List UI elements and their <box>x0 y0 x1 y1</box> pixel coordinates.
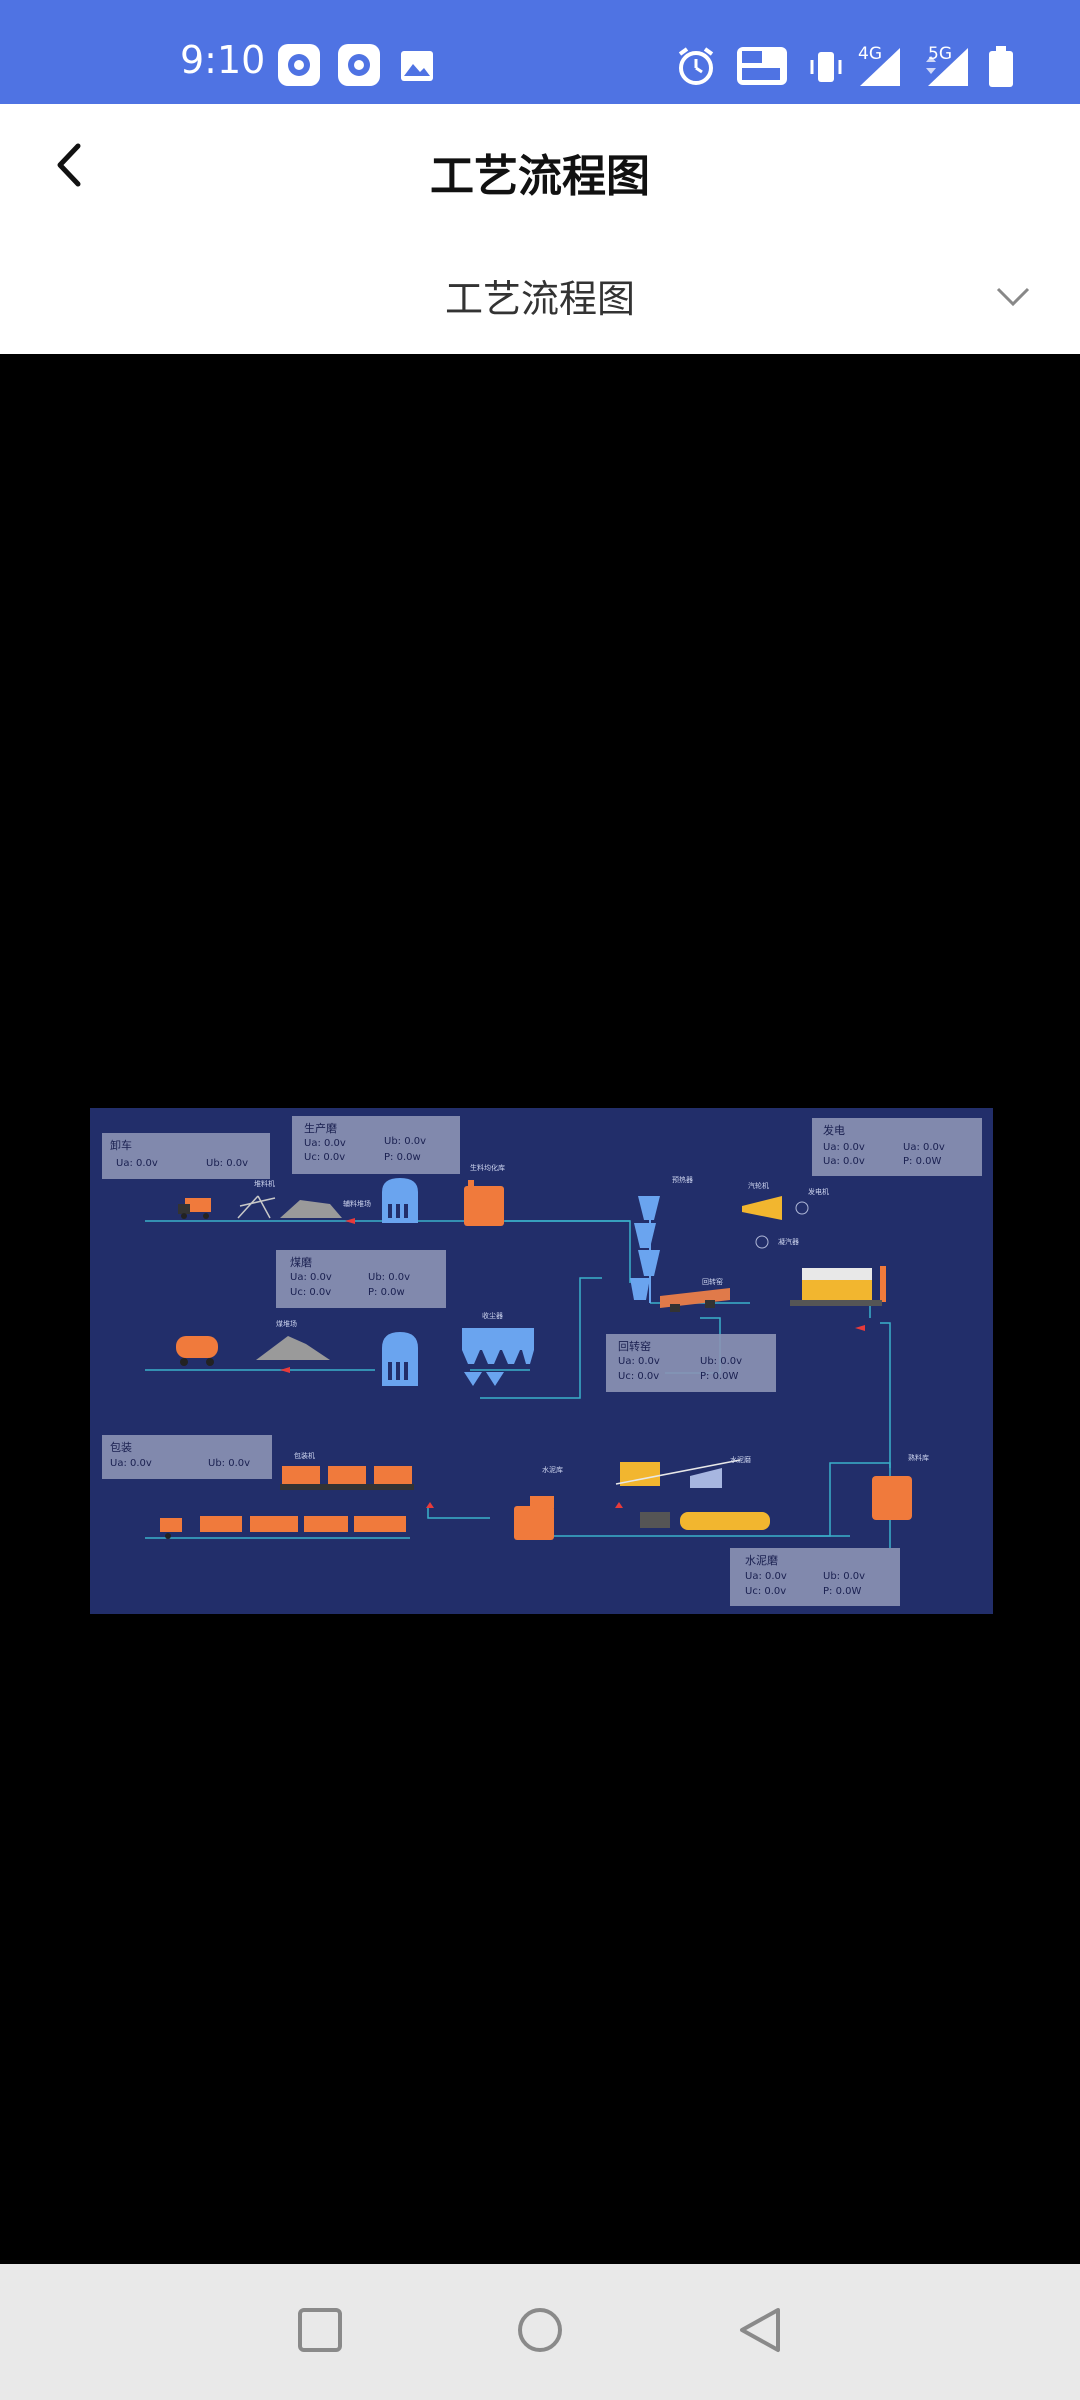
network-type-1: 4G <box>858 44 882 64</box>
power-generation-panel: 发电 Ua: 0.0v Ua: 0.0v Ua: 0.0v P: 0.0W <box>812 1118 982 1176</box>
app-bar <box>0 104 1080 354</box>
chevron-down-icon[interactable] <box>995 285 1031 309</box>
panel-reading: Ub: 0.0v <box>700 1356 742 1367</box>
app-notification-icon-2 <box>338 44 380 86</box>
panel-reading: Ua: 0.0v <box>618 1356 660 1367</box>
label: 发电机 <box>808 1187 829 1196</box>
label: 熟料库 <box>908 1453 929 1462</box>
panel-title: 卸车 <box>110 1138 132 1152</box>
raw-meal-silo-icon <box>464 1180 504 1226</box>
label: 凝汽器 <box>778 1237 799 1246</box>
cement-mill-panel: 水泥磨 Ua: 0.0v Ub: 0.0v Uc: 0.0v P: 0.0W <box>730 1548 900 1606</box>
panel-reading: Ua: 0.0v <box>110 1458 152 1469</box>
cooler-plant-icon <box>790 1266 886 1306</box>
back-button[interactable] <box>730 2300 790 2360</box>
panel-reading: Uc: 0.0v <box>290 1287 331 1298</box>
panel-title: 煤磨 <box>290 1256 312 1269</box>
packaging-panel: 包装 Ua: 0.0v Ub: 0.0v <box>102 1435 272 1479</box>
cement-silo-icon <box>514 1496 554 1540</box>
panel-reading: Ub: 0.0v <box>208 1458 250 1469</box>
app-notification-icon <box>278 44 320 86</box>
panel-reading: Ua: 0.0v <box>116 1158 158 1169</box>
silo-icon <box>382 1178 418 1223</box>
panel-reading: Ub: 0.0v <box>823 1571 865 1582</box>
gallery-icon <box>401 51 433 81</box>
navigation-bar <box>0 2264 1080 2400</box>
generator-icon <box>795 1201 809 1215</box>
panel-reading: Ua: 0.0v <box>823 1142 865 1153</box>
alarm-icon <box>678 47 714 85</box>
volte-icon <box>737 47 787 85</box>
dump-truck-icon <box>178 1198 211 1219</box>
raw-mill-panel: 生产磨 Ua: 0.0v Ub: 0.0v Uc: 0.0v P: 0.0w <box>292 1116 460 1174</box>
panel-reading: Ub: 0.0v <box>368 1272 410 1283</box>
label: 收尘器 <box>482 1311 503 1320</box>
clinker-silo-icon <box>872 1476 912 1520</box>
rotary-kiln-panel: 回转窑 Ua: 0.0v Ub: 0.0v Uc: 0.0v P: 0.0W <box>606 1334 776 1392</box>
page-title: 工艺流程图 <box>430 151 650 202</box>
dust-collector-icon <box>462 1328 534 1386</box>
status-time: 9:10 <box>180 38 266 82</box>
panel-title: 包装 <box>110 1441 132 1454</box>
label: 回转窑 <box>702 1277 723 1286</box>
panel-title: 回转窑 <box>618 1339 651 1353</box>
stacker-icon <box>237 1195 276 1219</box>
flow-arrows <box>280 1218 865 1508</box>
panel-reading: Ub: 0.0v <box>384 1136 426 1147</box>
status-bar: 9:10 4G 5G <box>0 0 1080 104</box>
panel-title: 发电 <box>823 1123 845 1137</box>
label: 水泥库 <box>542 1465 563 1474</box>
unloading-panel: 卸车 Ua: 0.0v Ub: 0.0v <box>102 1133 270 1179</box>
panel-reading: Ub: 0.0v <box>206 1158 248 1169</box>
recent-apps-button[interactable] <box>290 2300 350 2360</box>
label: 辅料堆场 <box>343 1199 371 1208</box>
rotary-kiln-icon <box>660 1288 730 1312</box>
panel-reading: P: 0.0w <box>384 1152 421 1163</box>
panel-title: 水泥磨 <box>745 1554 778 1567</box>
home-button[interactable] <box>510 2300 570 2360</box>
label: 预热器 <box>672 1175 693 1184</box>
panel-reading: Ua: 0.0v <box>304 1138 346 1149</box>
panel-reading: P: 0.0w <box>368 1287 405 1298</box>
material-pile-icon <box>280 1200 342 1218</box>
label: 煤堆场 <box>276 1319 297 1328</box>
diagram-selector[interactable]: 工艺流程图 <box>444 277 635 321</box>
coal-silo-icon <box>382 1332 418 1386</box>
panel-reading: P: 0.0W <box>903 1156 941 1167</box>
tanker-truck-icon <box>176 1336 218 1366</box>
panel-reading: P: 0.0W <box>823 1586 861 1597</box>
cement-mill-icon <box>615 1459 770 1530</box>
panel-reading: P: 0.0W <box>700 1371 738 1382</box>
cement-truck-icon <box>160 1516 406 1539</box>
turbine-icon <box>742 1196 782 1220</box>
coal-pile-icon <box>256 1336 330 1360</box>
back-arrow-icon[interactable] <box>50 140 90 190</box>
packing-machine-icon <box>280 1466 414 1490</box>
panel-reading: Uc: 0.0v <box>304 1152 345 1163</box>
signal-5g-icon <box>926 48 968 86</box>
signal-4g-icon <box>860 48 900 86</box>
label: 水泥磨 <box>730 1455 751 1464</box>
panel-title: 生产磨 <box>304 1121 337 1135</box>
panel-reading: Ua: 0.0v <box>903 1142 945 1153</box>
panel-reading: Uc: 0.0v <box>745 1586 786 1597</box>
preheater-tower-icon <box>630 1196 660 1303</box>
condenser-icon <box>755 1235 769 1249</box>
label: 堆料机 <box>254 1179 275 1188</box>
panel-reading: Uc: 0.0v <box>618 1371 659 1382</box>
vibrate-icon <box>810 52 842 82</box>
network-type-2: 5G <box>928 44 952 64</box>
label: 包装机 <box>294 1451 315 1460</box>
panel-reading: Ua: 0.0v <box>745 1571 787 1582</box>
label: 生料均化库 <box>470 1163 505 1172</box>
coal-mill-panel: 煤磨 Ua: 0.0v Ub: 0.0v Uc: 0.0v P: 0.0w <box>276 1250 446 1308</box>
battery-icon <box>989 46 1013 87</box>
label: 汽轮机 <box>748 1181 769 1190</box>
panel-reading: Ua: 0.0v <box>290 1272 332 1283</box>
panel-reading: Ua: 0.0v <box>823 1156 865 1167</box>
process-flow-diagram[interactable]: 卸车 Ua: 0.0v Ub: 0.0v 生产磨 Ua: 0.0v Ub: 0.… <box>90 1108 993 1614</box>
